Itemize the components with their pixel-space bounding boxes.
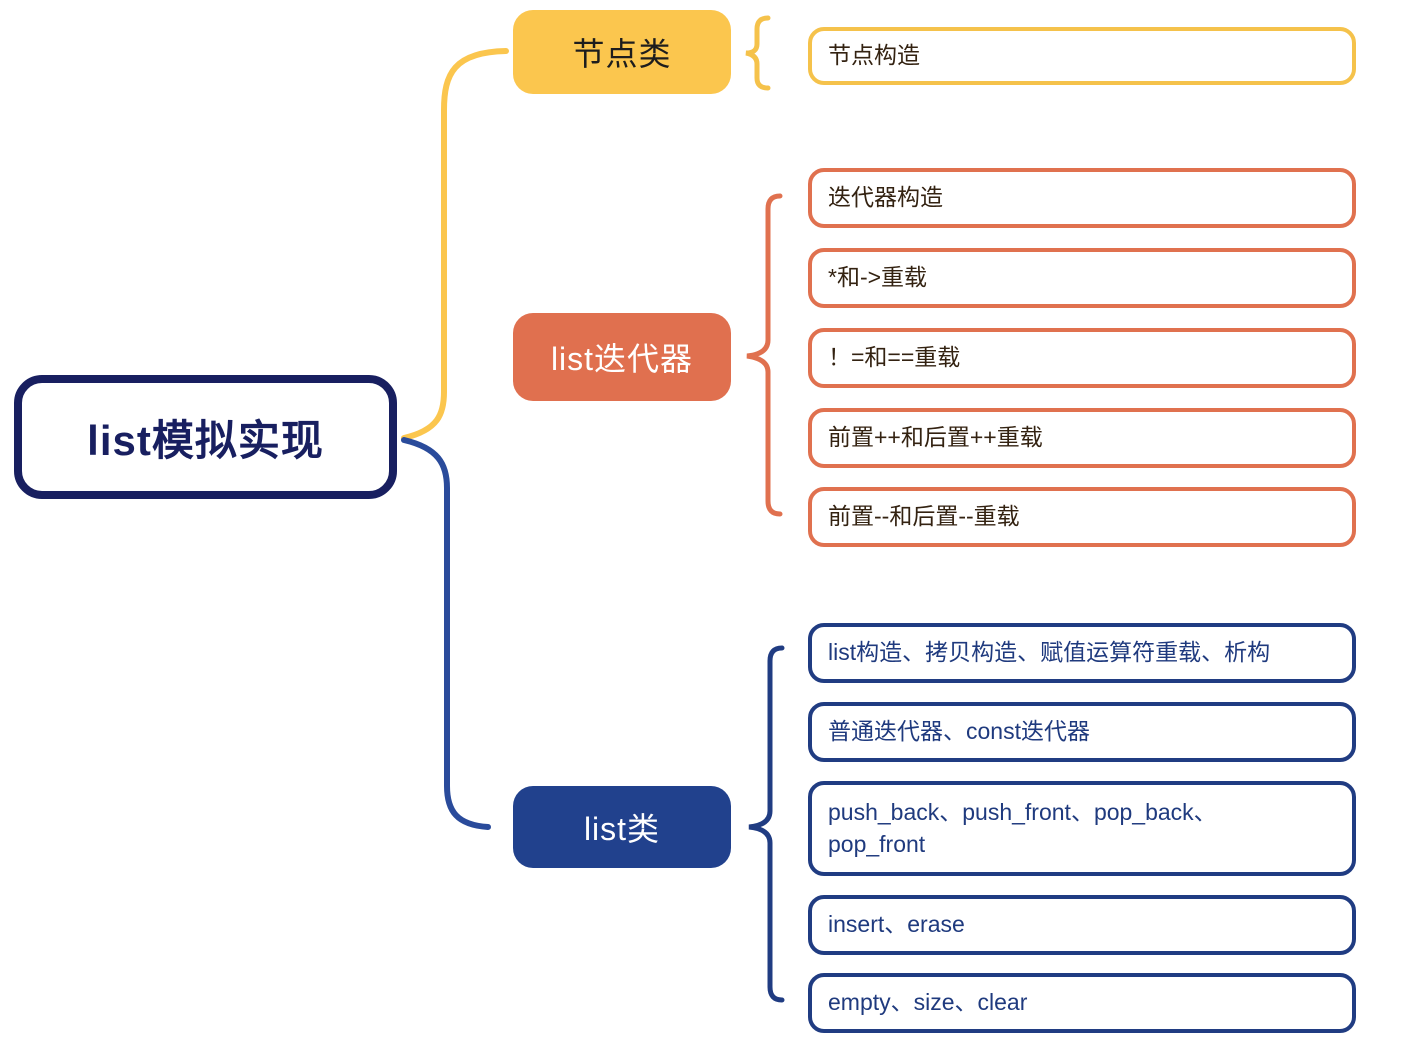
branch-topic-list-iterator[interactable]: list迭代器 xyxy=(513,313,731,401)
brace-node-class xyxy=(745,15,771,91)
leaf-label: ！=和==重载 xyxy=(828,344,961,371)
root-topic-label: list模拟实现 xyxy=(87,416,324,464)
leaf-iterators[interactable]: 普通迭代器、const迭代器 xyxy=(808,702,1356,762)
leaf-label: 迭代器构造 xyxy=(828,184,943,211)
leaf-label: push_back、push_front、pop_back、 pop_front xyxy=(828,799,1217,857)
branch-curve-node-class xyxy=(401,48,509,441)
root-topic-list-mock-impl[interactable]: list模拟实现 xyxy=(14,375,397,499)
leaf-neq-eq-overload[interactable]: ！=和==重载 xyxy=(808,328,1356,388)
leaf-increment-overload[interactable]: 前置++和后置++重载 xyxy=(808,408,1356,468)
leaf-label: *和->重载 xyxy=(828,264,928,291)
branch-topic-node-class[interactable]: 节点类 xyxy=(513,10,731,94)
leaf-node-constructor[interactable]: 节点构造 xyxy=(808,27,1356,85)
leaf-label: empty、size、clear xyxy=(828,989,1028,1016)
branch-topic-label: list类 xyxy=(583,811,661,847)
brace-list-class xyxy=(748,645,785,1003)
branch-topic-list-class[interactable]: list类 xyxy=(513,786,731,868)
branch-topic-label: list迭代器 xyxy=(550,341,694,377)
leaf-empty-size-clear[interactable]: empty、size、clear xyxy=(808,973,1356,1033)
leaf-insert-erase[interactable]: insert、erase xyxy=(808,895,1356,955)
leaf-push-pop[interactable]: push_back、push_front、pop_back、 pop_front xyxy=(808,781,1356,876)
leaf-star-arrow-overload[interactable]: *和->重载 xyxy=(808,248,1356,308)
leaf-label: 普通迭代器、const迭代器 xyxy=(828,718,1090,745)
branch-curve-list-class xyxy=(401,437,491,830)
leaf-label: 前置--和后置--重载 xyxy=(828,503,1020,530)
brace-list-iterator xyxy=(746,193,783,517)
branch-topic-label: 节点类 xyxy=(572,36,672,72)
leaf-iterator-constructor[interactable]: 迭代器构造 xyxy=(808,168,1356,228)
leaf-decrement-overload[interactable]: 前置--和后置--重载 xyxy=(808,487,1356,547)
leaf-label: 前置++和后置++重载 xyxy=(828,424,1043,451)
leaf-label: insert、erase xyxy=(828,911,965,938)
leaf-list-constructors[interactable]: list构造、拷贝构造、赋值运算符重载、析构 xyxy=(808,623,1356,683)
leaf-label: list构造、拷贝构造、赋值运算符重载、析构 xyxy=(828,639,1271,666)
leaf-label: 节点构造 xyxy=(828,42,920,69)
